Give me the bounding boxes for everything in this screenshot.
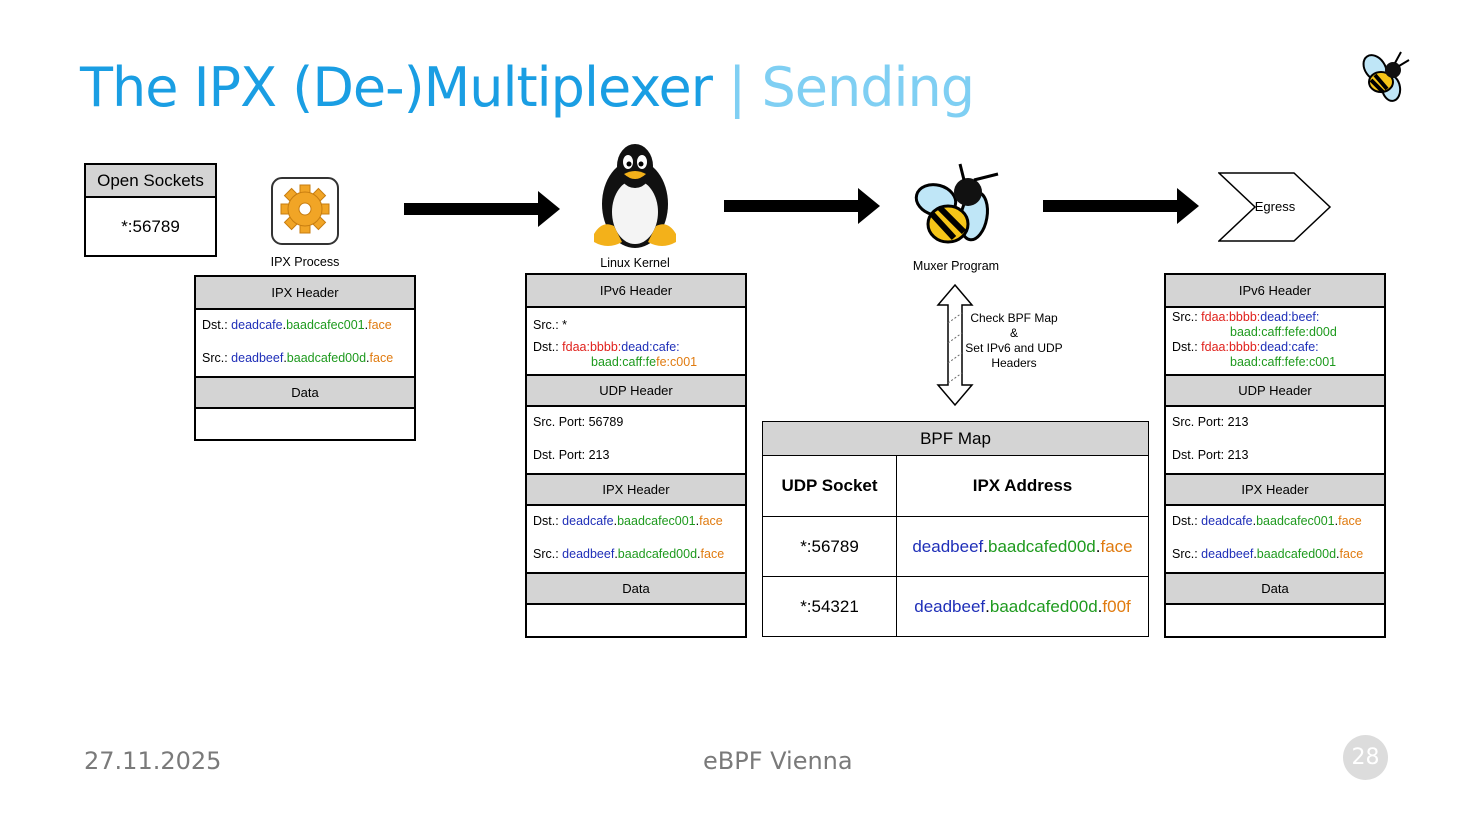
- bpf-col-udp-socket: UDP Socket: [762, 455, 897, 517]
- arrow-muxer-to-egress-head: [1177, 188, 1199, 224]
- data-header: Data: [1166, 572, 1384, 605]
- bpf-socket-cell: *:56789: [762, 516, 897, 577]
- data-header: Data: [196, 376, 414, 409]
- egress-chevron-icon: [1218, 172, 1332, 242]
- tux-penguin-icon: [594, 144, 676, 248]
- bpf-address-cell: deadbeef.baadcafed00d.face: [896, 516, 1149, 577]
- ipx-src-line: Src.: deadbeef.baadcafed00d.face: [1172, 547, 1364, 561]
- page-number-badge: 28: [1343, 735, 1388, 780]
- ipx-header: IPX Header: [196, 277, 414, 310]
- udp-dst-port: Dst. Port: 213: [533, 448, 610, 462]
- ipv6-dst-line-2: baad:caff:fefe:c001: [591, 355, 698, 369]
- bpf-col-ipx-address: IPX Address: [896, 455, 1149, 517]
- udp-packet-kernel: IPv6 Header Src.: * Dst.: fdaa:bbbb:dead…: [525, 273, 747, 638]
- ipx-dst-line: Dst.: deadcafe.baadcafec001.face: [1172, 514, 1362, 528]
- bpf-socket-cell: *:54321: [762, 576, 897, 637]
- table-row: *:54321 deadbeef.baadcafed00d.f00f: [762, 576, 1149, 637]
- gear-icon: [271, 177, 339, 245]
- muxer-program-label: Muxer Program: [912, 259, 1000, 273]
- arrow-process-to-kernel-head: [538, 191, 560, 227]
- ipx-header: IPX Header: [527, 473, 745, 506]
- table-row: *:56789 deadbeef.baadcafed00d.face: [762, 516, 1149, 577]
- ipv6-dst-line: Dst.: fdaa:bbbb:dead:cafe:: [533, 340, 680, 354]
- arrow-muxer-to-egress: [1043, 200, 1179, 212]
- open-socket-value: *:56789: [121, 216, 180, 236]
- bee-logo-icon: [1362, 51, 1410, 102]
- footer-date: 27.11.2025: [84, 747, 222, 775]
- udp-src-port: Src. Port: 56789: [533, 415, 624, 429]
- ipv6-src-line-2: baad:caff:fefe:d00d: [1230, 325, 1337, 339]
- udp-header: UDP Header: [1166, 374, 1384, 407]
- arrow-kernel-to-muxer: [724, 200, 860, 212]
- arrow-process-to-kernel: [404, 203, 540, 215]
- ipx-dst-line: Dst.: deadcafe.baadcafec001.face: [533, 514, 723, 528]
- arrow-kernel-to-muxer-head: [858, 188, 880, 224]
- data-header: Data: [527, 572, 745, 605]
- udp-header: UDP Header: [527, 374, 745, 407]
- bpf-map-title: BPF Map: [762, 421, 1149, 456]
- ipv6-dst-line-2: baad:caff:fefe:c001: [1230, 355, 1337, 369]
- ipx-src-line: Src.: deadbeef.baadcafed00d.face: [202, 351, 394, 365]
- ipv6-src-line: Src.: fdaa:bbbb:dead:beef:: [1172, 310, 1320, 324]
- egress-label: Egress: [1254, 199, 1296, 214]
- bidirectional-arrow-icon: [936, 283, 974, 407]
- ipv6-header: IPv6 Header: [527, 275, 745, 308]
- ipx-packet-process: IPX Header Dst.: deadcafe.baadcafec001.f…: [194, 275, 416, 441]
- linux-kernel-label: Linux Kernel: [600, 256, 670, 270]
- ipv6-header: IPv6 Header: [1166, 275, 1384, 308]
- ipv6-dst-line: Dst.: fdaa:bbbb:dead:cafe:: [1172, 340, 1319, 354]
- udp-dst-port: Dst. Port: 213: [1172, 448, 1249, 462]
- footer-event: eBPF Vienna: [703, 747, 853, 775]
- muxer-bee-icon: [914, 163, 999, 244]
- ipx-header: IPX Header: [1166, 473, 1384, 506]
- slide-title: The IPX (De-)Multiplexer | Sending: [80, 56, 975, 119]
- udp-src-port: Src. Port: 213: [1172, 415, 1249, 429]
- bpf-address-cell: deadbeef.baadcafed00d.f00f: [896, 576, 1149, 637]
- open-sockets-table: Open Sockets *:56789: [84, 163, 217, 257]
- open-sockets-header: Open Sockets: [86, 165, 215, 198]
- ipv6-src-line: Src.: *: [533, 318, 568, 332]
- ipx-src-line: Src.: deadbeef.baadcafed00d.face: [533, 547, 725, 561]
- ipx-dst-line: Dst.: deadcafe.baadcafec001.face: [202, 318, 392, 332]
- ipx-process-label: IPX Process: [270, 255, 340, 269]
- udp-packet-egress: IPv6 Header Src.: fdaa:bbbb:dead:beef: b…: [1164, 273, 1386, 638]
